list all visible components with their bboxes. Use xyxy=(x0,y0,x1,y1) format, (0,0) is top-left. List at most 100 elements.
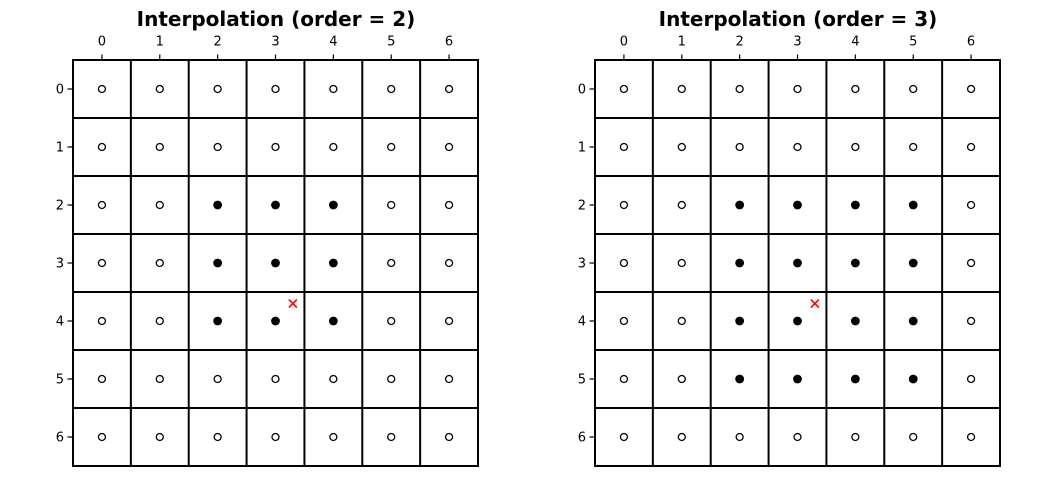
grid-point-open xyxy=(97,142,107,152)
y-tick-label: 5 xyxy=(578,373,586,388)
y-tick-label: 0 xyxy=(56,83,64,98)
y-tick-label: 0 xyxy=(578,83,586,98)
grid-point-open xyxy=(329,84,338,94)
grid-point-open xyxy=(444,200,454,210)
grid-point-open xyxy=(213,374,222,384)
y-tick-label: 6 xyxy=(578,431,586,446)
y-tick-label: 2 xyxy=(56,199,64,214)
grid-point-open xyxy=(966,432,976,442)
y-tick-label: 2 xyxy=(578,199,586,214)
grid-point-open xyxy=(387,374,396,384)
grid-point-open xyxy=(155,258,164,268)
y-tick-label: 4 xyxy=(578,315,586,330)
grid-point-open xyxy=(851,84,860,94)
grid-point-open xyxy=(966,84,976,94)
x-marker-stroke xyxy=(810,299,820,309)
support-point-filled xyxy=(908,374,918,384)
support-point-filled xyxy=(793,258,802,268)
support-point-filled xyxy=(735,200,745,210)
support-point-filled xyxy=(271,258,280,268)
grid-point-open xyxy=(97,200,107,210)
grid-point-open xyxy=(213,432,222,442)
x-tick-label: 2 xyxy=(736,35,744,50)
grid-point-open xyxy=(677,142,686,152)
x-tick-label: 3 xyxy=(793,35,801,50)
grid-point-open xyxy=(155,84,164,94)
grid-point-open xyxy=(851,142,860,152)
support-point-filled xyxy=(328,200,338,210)
grid-point-open xyxy=(677,374,686,384)
y-tick-label: 1 xyxy=(578,141,586,156)
grid-point-open xyxy=(97,316,107,326)
support-point-filled xyxy=(271,200,280,210)
support-point-filled xyxy=(850,374,860,384)
grid-point-open xyxy=(619,84,629,94)
grid-point-open xyxy=(444,84,454,94)
support-point-filled xyxy=(793,316,802,326)
grid-point-open xyxy=(735,142,744,152)
grid-point-open xyxy=(97,84,107,94)
grid-point-open xyxy=(444,432,454,442)
grid-point-open xyxy=(97,374,107,384)
x-tick-label: 1 xyxy=(678,35,686,50)
grid-point-open xyxy=(444,142,454,152)
support-point-filled xyxy=(850,316,860,326)
grid-point-open xyxy=(966,258,976,268)
x-tick-label: 1 xyxy=(156,35,164,50)
x-marker-stroke xyxy=(288,299,298,309)
support-point-filled xyxy=(850,258,860,268)
grid-point-open xyxy=(387,142,396,152)
grid-point-open xyxy=(329,374,338,384)
grid-point-open xyxy=(271,432,280,442)
support-point-filled xyxy=(793,200,802,210)
grid-point-open xyxy=(271,374,280,384)
support-point-filled xyxy=(908,200,918,210)
support-point-filled xyxy=(735,374,745,384)
support-point-filled xyxy=(793,374,802,384)
grid-point-open xyxy=(387,258,396,268)
x-tick-label: 3 xyxy=(271,35,279,50)
y-tick-label: 4 xyxy=(56,315,64,330)
grid-point-open xyxy=(271,84,280,94)
grid-point-open xyxy=(909,142,918,152)
grid-point-open xyxy=(387,432,396,442)
grid-point-open xyxy=(677,200,686,210)
grid-point-open xyxy=(851,432,860,442)
x-tick-label: 4 xyxy=(329,35,337,50)
support-point-filled xyxy=(213,258,223,268)
grid-point-open xyxy=(793,432,802,442)
grid-point-open xyxy=(619,258,629,268)
support-point-filled xyxy=(271,316,280,326)
grid-point-open xyxy=(155,316,164,326)
support-point-filled xyxy=(850,200,860,210)
grid-point-open xyxy=(909,84,918,94)
grid-point-open xyxy=(619,200,629,210)
query-point-marker xyxy=(288,299,298,309)
grid-point-open xyxy=(213,84,222,94)
query-point-marker xyxy=(810,299,820,309)
grid-point-open xyxy=(387,200,396,210)
grid-point-open xyxy=(966,142,976,152)
y-tick-label: 6 xyxy=(56,431,64,446)
grid-point-open xyxy=(329,142,338,152)
grid-point-open xyxy=(793,84,802,94)
grid-point-open xyxy=(966,316,976,326)
grid-point-open xyxy=(677,84,686,94)
panel-title-order-3: Interpolation (order = 3) xyxy=(658,7,938,31)
support-point-filled xyxy=(328,258,338,268)
y-tick-label: 1 xyxy=(56,141,64,156)
grid-point-open xyxy=(966,200,976,210)
x-tick-label: 2 xyxy=(214,35,222,50)
grid-point-open xyxy=(213,142,222,152)
grid-point-open xyxy=(329,432,338,442)
x-tick-label: 6 xyxy=(967,35,975,50)
grid-point-open xyxy=(735,84,744,94)
grid-point-open xyxy=(155,432,164,442)
x-tick-label: 0 xyxy=(620,35,628,50)
grid-point-open xyxy=(155,200,164,210)
x-tick-label: 5 xyxy=(387,35,395,50)
x-tick-label: 5 xyxy=(909,35,917,50)
